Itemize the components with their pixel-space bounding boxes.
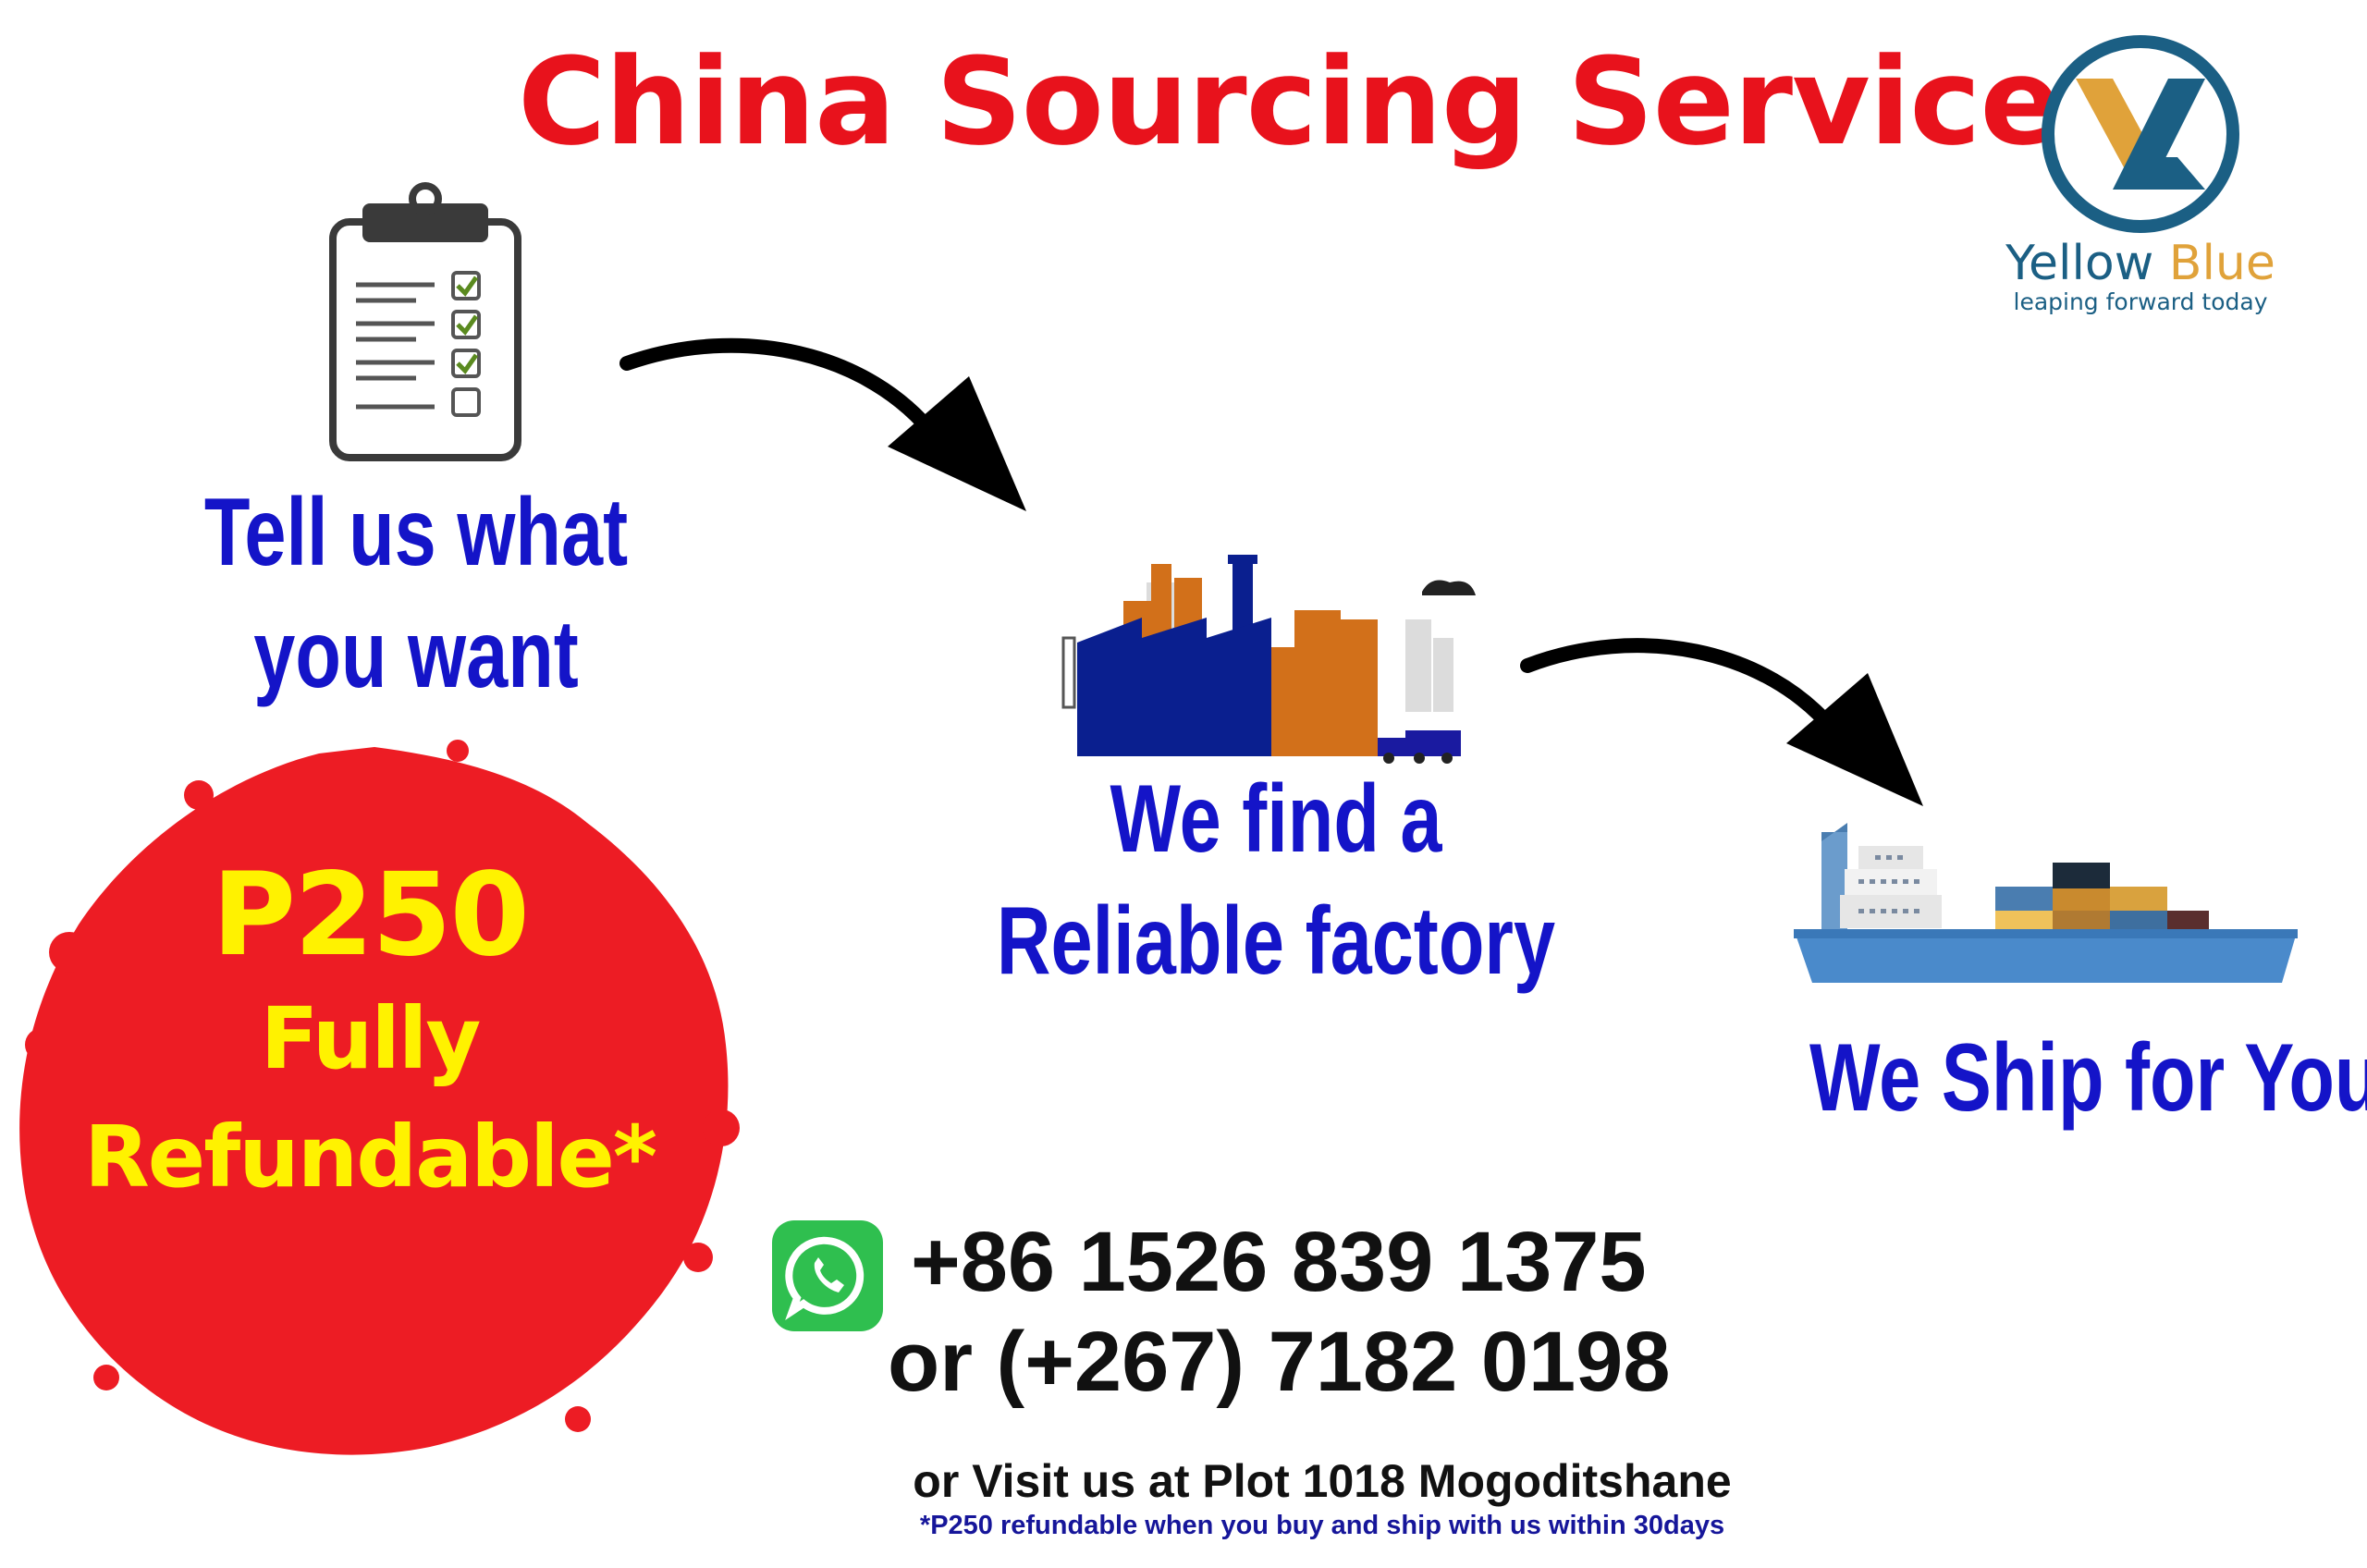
step-tell-us-line1: Tell us what [203, 479, 629, 586]
whatsapp-icon[interactable] [772, 1220, 883, 1331]
arrow-right-down-icon [1520, 638, 1923, 806]
logo-tagline: leaping forward today [2013, 288, 2268, 315]
refund-footnote: *P250 refundable when you buy and ship w… [919, 1511, 1725, 1540]
logo-name-yellow: Yellow [2005, 236, 2154, 291]
cargo-ship-icon [1794, 823, 2298, 983]
step-tell-us-line2: you want [253, 601, 579, 708]
step-find-factory-line2: Reliable factory [996, 888, 1556, 995]
badge-price: P250 [212, 849, 530, 982]
logo-name-blue: Blue [2168, 236, 2275, 291]
logo-name: Yellow Blue [1988, 236, 2293, 291]
badge-line2: Refundable* [83, 1108, 657, 1207]
factory-icon [1061, 555, 1476, 764]
clipboard-checklist-icon [329, 182, 521, 461]
step-find-factory-line1: We find a [1110, 766, 1442, 873]
refund-badge [19, 740, 740, 1455]
step-tell-us: Tell us what you want [200, 472, 632, 716]
visit-address: or Visit us at Plot 1018 Mogoditshane [913, 1455, 1732, 1507]
badge-line1: Fully [260, 989, 482, 1088]
page-title: China Sourcing Service [518, 31, 2062, 172]
arrow-right-down-icon [619, 337, 1026, 511]
yellow-blue-x-logo-icon [2042, 35, 2239, 233]
phone-botswana[interactable]: or (+267) 7182 0198 [888, 1315, 1671, 1409]
step-ship: We Ship for You [1809, 1024, 2367, 1132]
step-find-factory: We find a Reliable factory [987, 758, 1564, 1002]
phone-china[interactable]: +86 1526 839 1375 [911, 1215, 1647, 1309]
refund-badge-text: P250 Fully Refundable* [37, 851, 703, 1217]
